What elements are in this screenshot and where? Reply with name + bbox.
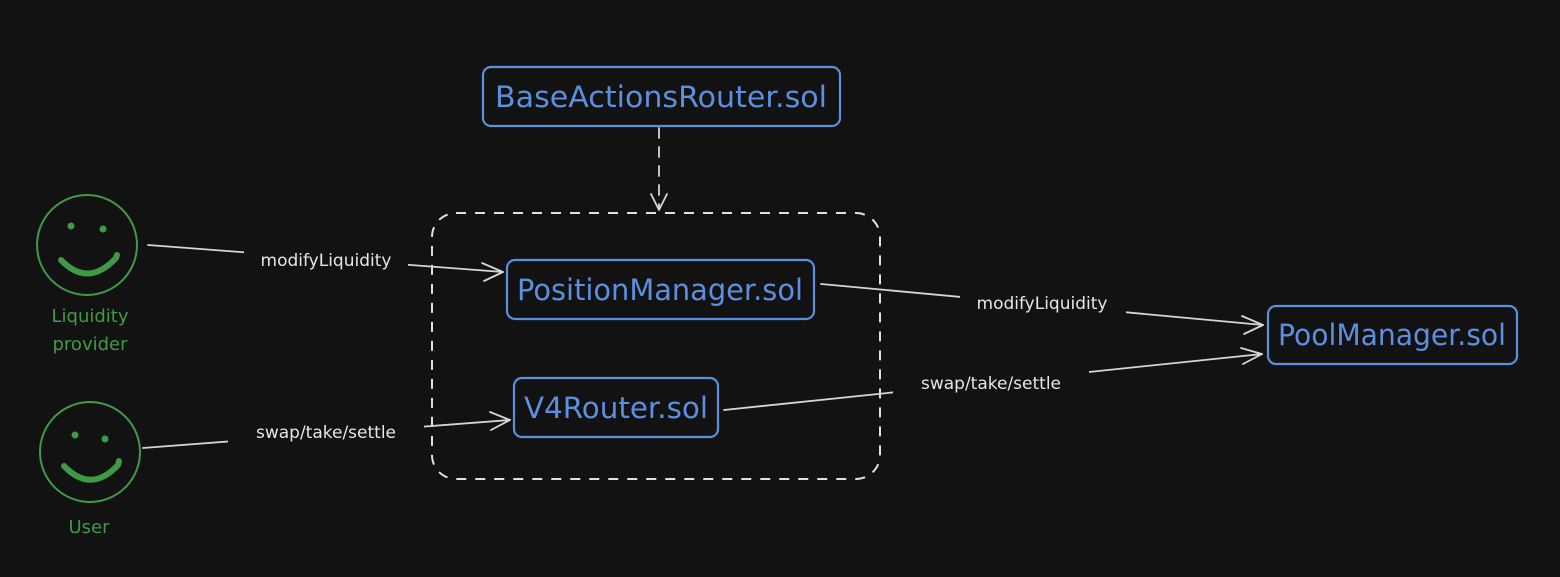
node-label-v4-router: V4Router.sol <box>524 391 708 425</box>
node-label-pool-manager: PoolManager.sol <box>1278 318 1506 352</box>
edge-label-modify-liquidity-lp: modifyLiquidity <box>261 251 392 271</box>
actor-liquidity-provider: Liquidity provider <box>36 194 138 355</box>
smiley-face-icon <box>36 194 138 296</box>
node-label-position-manager: PositionManager.sol <box>517 273 803 307</box>
actor-label-liquidity-provider-line1: Liquidity <box>51 306 128 327</box>
actor-user: User <box>39 401 141 538</box>
actor-label-liquidity-provider-line2: provider <box>53 334 129 355</box>
edge-lp-to-position-manager: modifyLiquidity <box>147 244 504 282</box>
node-pool-manager[interactable]: PoolManager.sol <box>1266 304 1519 366</box>
edge-label-swap-take-settle-user: swap/take/settle <box>256 423 396 443</box>
node-label-base-actions-router: BaseActionsRouter.sol <box>495 80 827 114</box>
router-group-boundary <box>431 212 881 480</box>
edge-user-to-v4-router: swap/take/settle <box>142 411 511 449</box>
edge-label-modify-liquidity-pm: modifyLiquidity <box>977 294 1108 314</box>
node-base-actions-router[interactable]: BaseActionsRouter.sol <box>481 65 842 128</box>
actor-label-user: User <box>68 517 110 538</box>
node-position-manager[interactable]: PositionManager.sol <box>505 258 816 321</box>
node-v4-router[interactable]: V4Router.sol <box>512 376 720 439</box>
edge-label-swap-take-settle-router: swap/take/settle <box>921 374 1061 394</box>
edge-position-manager-to-pool-manager: modifyLiquidity <box>820 283 1264 335</box>
smiley-face-icon <box>39 401 141 503</box>
base-router-to-group-arrow <box>650 127 668 211</box>
edge-v4-router-to-pool-manager: swap/take/settle <box>723 347 1263 411</box>
